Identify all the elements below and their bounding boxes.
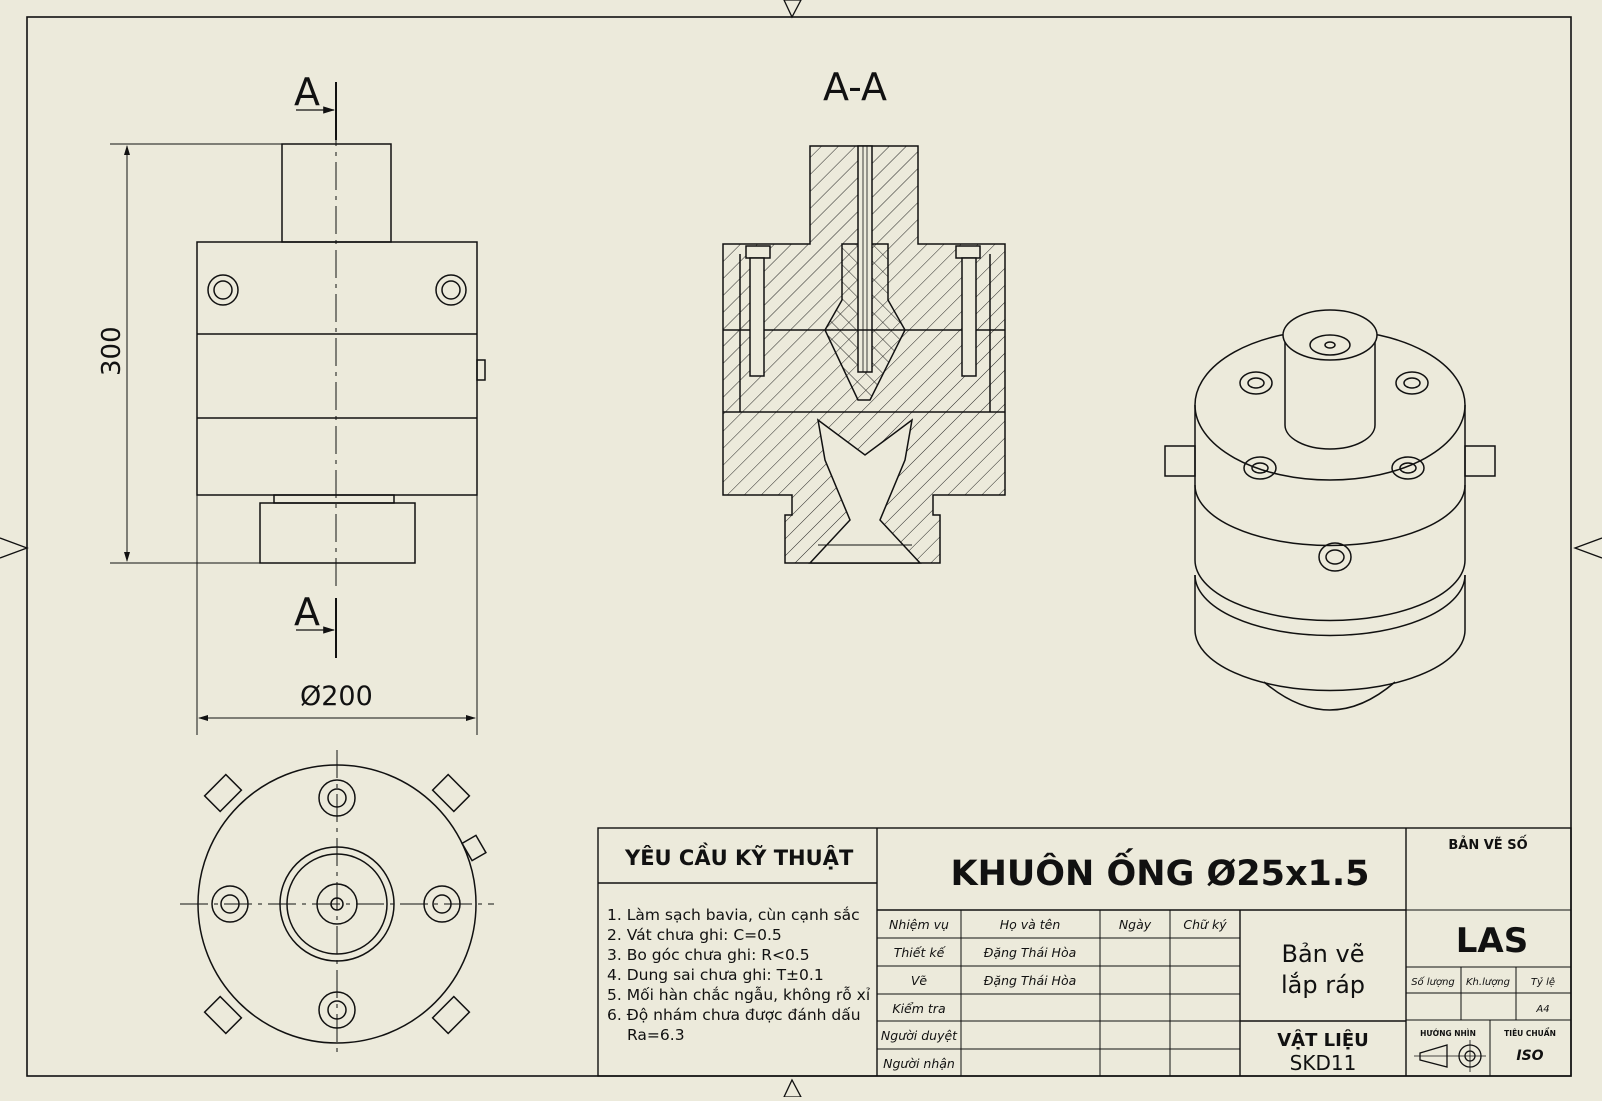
section-view (722, 145, 1006, 564)
paper-size: A4 (1535, 1004, 1549, 1015)
socket-screw-icon (207, 274, 239, 306)
role-name: Đặng Thái Hòa (984, 973, 1077, 988)
requirement-item: 1. Làm sạch bavia, cùn cạnh sắc (607, 906, 860, 924)
standard-label: TIÊU CHUẨN (1504, 1028, 1556, 1038)
requirement-item: 2. Vát chưa ghi: C=0.5 (607, 926, 782, 944)
requirement-item: 4. Dung sai chưa ghi: T±0.1 (607, 966, 824, 984)
drawing-type-line1: Bản vẽ (1282, 940, 1365, 968)
role-label: Vẽ (911, 973, 928, 988)
role-label: Kiểm tra (892, 1001, 945, 1016)
section-cut-marker-top (296, 82, 337, 140)
company-name: LAS (1456, 921, 1528, 961)
drawing-type-line2: lắp ráp (1281, 970, 1365, 999)
projection-symbol-icon (1414, 1040, 1486, 1072)
socket-screw-icon (1318, 542, 1352, 572)
section-label-bottom: A (294, 590, 320, 634)
role-label: Người duyệt (881, 1028, 958, 1043)
section-view-title: A-A (823, 65, 887, 109)
requirement-item: 3. Bo góc chưa ghi: R<0.5 (607, 946, 810, 964)
requirements-list: 1. Làm sạch bavia, cùn cạnh sắc 2. Vát c… (607, 906, 870, 1044)
requirement-item: 5. Mối hàn chắc ngẫu, không rỗ xỉ (607, 986, 870, 1004)
height-dimension-label: 300 (97, 326, 127, 376)
requirement-item: 6. Độ nhám chưa được đánh dấu (607, 1006, 861, 1024)
header-date: Ngày (1119, 917, 1152, 932)
quantity-label: Số lượng (1411, 975, 1455, 988)
signature-table: Nhiệm vụ Họ và tên Ngày Chữ ký Thiết kế … (881, 917, 1227, 1071)
title-block-lines (597, 827, 1572, 1077)
requirement-item: Ra=6.3 (627, 1026, 685, 1044)
hex-bolt-icon (211, 885, 249, 923)
socket-screw-icon (435, 274, 467, 306)
material-label: VẬT LIỆU (1277, 1029, 1369, 1051)
hex-bolt-icon (423, 885, 461, 923)
isometric-view (1164, 309, 1496, 711)
plan-view (180, 750, 494, 1058)
role-label: Thiết kế (894, 945, 947, 960)
socket-screw-icon (1391, 456, 1425, 480)
height-dimension (110, 143, 282, 564)
material-value: SKD11 (1290, 1051, 1357, 1075)
hex-bolt-icon (318, 991, 356, 1029)
socket-screw-icon (1395, 371, 1429, 395)
header-task: Nhiệm vụ (889, 917, 949, 932)
diameter-dimension (196, 495, 478, 735)
drawing-number-label: BẢN VẼ SỐ (1448, 835, 1527, 853)
section-label-top: A (294, 70, 320, 114)
projection-label: HƯỚNG NHÌN (1420, 1029, 1476, 1038)
drawing-title: KHUÔN ỐNG Ø25x1.5 (950, 847, 1369, 894)
standard-value: ISO (1516, 1048, 1543, 1064)
hex-bolt-icon (318, 779, 356, 817)
diameter-dimension-label: Ø200 (300, 681, 373, 712)
requirements-title: YÊU CẦU KỸ THUẬT (624, 842, 854, 870)
socket-screw-icon (1243, 456, 1277, 480)
section-cut-marker-bottom (296, 598, 337, 658)
socket-screw-icon (1239, 371, 1273, 395)
scale-label: Tỷ lệ (1531, 976, 1555, 988)
header-name: Họ và tên (1000, 917, 1061, 932)
weight-label: Kh.lượng (1466, 977, 1510, 988)
role-name: Đặng Thái Hòa (984, 945, 1077, 960)
header-signature: Chữ ký (1183, 917, 1227, 932)
front-view (196, 118, 486, 590)
role-label: Người nhận (883, 1056, 955, 1071)
